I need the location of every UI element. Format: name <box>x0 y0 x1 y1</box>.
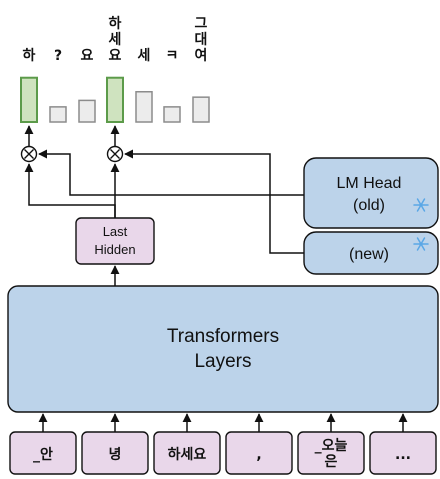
transformer-label-line2: Layers <box>194 351 251 372</box>
input-token-text: 하세요 <box>168 446 207 463</box>
multiply-circle-icon <box>106 145 124 163</box>
probability-bar-selected <box>106 76 124 123</box>
probability-bar <box>78 99 96 123</box>
input-token-box <box>81 431 149 475</box>
input-token-box <box>369 431 437 475</box>
vocab-token-text: 요 <box>81 48 94 64</box>
probability-bars <box>20 76 210 123</box>
vocab-token-text: ㅋ <box>166 48 179 64</box>
vocab-token-text: 세 <box>138 48 151 64</box>
input-token-boxes: _안 녕 하세요, _오늘은... <box>9 431 437 475</box>
vocab-token-text: 세 <box>109 32 122 48</box>
input-token-box <box>297 431 365 475</box>
input-token-text: , <box>256 447 261 463</box>
vocab-token-text: 하 <box>23 47 36 64</box>
input-token-text: ... <box>395 447 411 463</box>
vocab-token-text: 그 <box>195 16 208 32</box>
snowflake-icon <box>413 198 429 212</box>
input-token-box <box>153 431 221 475</box>
lm-head-new-label: (new) <box>349 246 389 263</box>
vocab-token-text: ? <box>54 48 62 64</box>
lm-head-old-box <box>303 157 439 229</box>
input-token-text: _오늘 <box>315 438 348 454</box>
probability-bar <box>192 96 210 123</box>
input-arrows <box>38 413 408 432</box>
input-token-box <box>225 431 293 475</box>
last-hidden-box <box>75 217 155 265</box>
transformer-layers-box <box>7 285 439 413</box>
lm-head-old-label: (old) <box>353 197 385 214</box>
vocab-token-text: 하 <box>109 15 122 32</box>
input-token-text: 녕 <box>109 447 122 463</box>
probability-bar <box>163 106 181 123</box>
probability-bar <box>49 106 67 123</box>
last-hidden-label-line1: Last <box>103 224 128 239</box>
vocab-token-text: 여 <box>195 47 208 64</box>
input-token-text: _안 <box>33 446 53 463</box>
probability-bar-selected <box>20 76 38 123</box>
input-token-text: 은 <box>325 454 338 470</box>
probability-bar <box>135 91 153 123</box>
lm-head-new-box <box>303 231 439 275</box>
vocab-token-text: 대 <box>195 32 208 48</box>
last-hidden-label-line2: Hidden <box>94 242 135 257</box>
input-token-box <box>9 431 77 475</box>
snowflake-icon <box>413 237 429 251</box>
multiply-circle-icon <box>20 145 38 163</box>
lm-head-title: LM Head <box>337 175 402 192</box>
vocab-token-text: 요 <box>109 48 122 64</box>
transformer-label-line1: Transformers <box>167 326 279 347</box>
